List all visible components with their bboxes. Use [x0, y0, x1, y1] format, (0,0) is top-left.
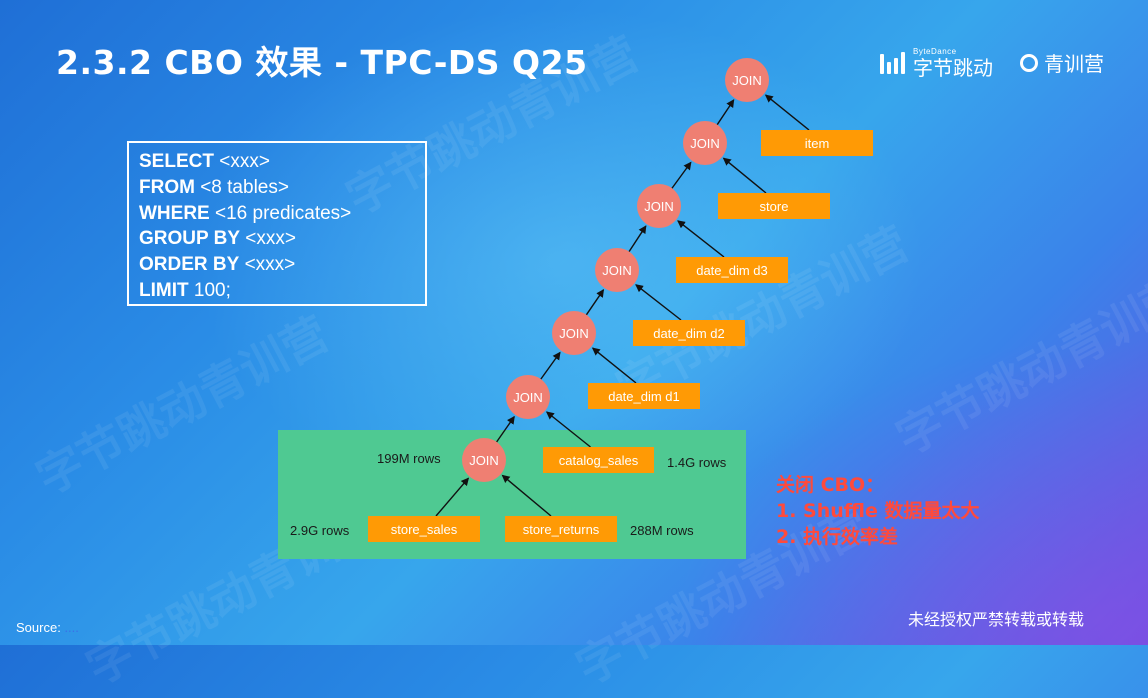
source-link[interactable]: .... — [64, 620, 79, 635]
tree-edge — [764, 94, 810, 131]
join-node: JOIN — [595, 248, 639, 292]
tree-edge — [635, 284, 682, 321]
note-line: 关闭 CBO： — [776, 474, 885, 496]
sql-line: FROM <8 tables> — [139, 176, 289, 198]
tree-edge — [677, 220, 725, 258]
sql-line: SELECT <xxx> — [139, 151, 270, 172]
join-node: JOIN — [725, 58, 769, 102]
table-node: store_sales — [368, 516, 480, 542]
tree-edge — [540, 351, 561, 380]
bytedance-logo: ByteDance 字节跳动 — [880, 48, 993, 78]
row-count-label: 2.9G rows — [290, 523, 350, 538]
join-node: JOIN — [683, 121, 727, 165]
qingxun-logo: 青训营 — [1020, 48, 1104, 77]
slide-title: 2.3.2 CBO 效果 - TPC-DS Q25 — [56, 43, 588, 82]
tree-edge — [628, 225, 647, 252]
sql-line: WHERE <16 predicates> — [139, 202, 352, 224]
table-node: item — [761, 130, 873, 156]
copyright-note: 未经授权严禁转载或转载 — [908, 610, 1085, 629]
join-tree-edges — [435, 94, 810, 517]
note-line: 1. Shuffle 数据量太大 — [776, 500, 980, 522]
join-node: JOIN — [637, 184, 681, 228]
source-line: Source: .... — [16, 620, 79, 635]
tree-edge — [722, 157, 767, 194]
source-label: Source: — [16, 620, 61, 635]
row-count-label: 199M rows — [377, 451, 441, 466]
tree-edge — [591, 347, 637, 384]
table-node: store_returns — [505, 516, 617, 542]
note-line: 2. 执行效率差 — [776, 526, 899, 548]
table-node: date_dim d1 — [588, 383, 700, 409]
sql-line: GROUP BY <xxx> — [139, 228, 296, 250]
tree-edge — [716, 99, 735, 126]
row-count-label: 1.4G rows — [667, 455, 727, 470]
table-node: store — [718, 193, 830, 219]
tree-edge — [545, 411, 591, 448]
tree-edge — [496, 415, 515, 443]
row-count-label: 288M rows — [630, 523, 694, 538]
join-node: JOIN — [552, 311, 596, 355]
table-node: date_dim d2 — [633, 320, 745, 346]
bytedance-logo-text: 字节跳动 — [913, 56, 993, 80]
table-node: catalog_sales — [543, 447, 654, 473]
table-node: date_dim d3 — [676, 257, 788, 283]
bytedance-logo-small: ByteDance — [913, 47, 957, 56]
tree-edge — [671, 161, 692, 189]
sql-line: ORDER BY <xxx> — [139, 254, 296, 276]
join-node: JOIN — [462, 438, 506, 482]
qingxun-logo-text: 青训营 — [1044, 52, 1104, 76]
join-node: JOIN — [506, 375, 550, 419]
tree-edge — [435, 477, 470, 517]
sql-query-box: SELECT <xxx> FROM <8 tables> WHERE <16 p… — [127, 141, 427, 306]
bytedance-mark-icon — [880, 52, 905, 74]
cbo-off-note: 关闭 CBO： 1. Shuffle 数据量太大 2. 执行效率差 — [776, 472, 980, 550]
tree-edge — [501, 474, 552, 517]
tree-edge — [585, 288, 605, 316]
sql-line: LIMIT 100; — [139, 279, 231, 301]
qingxun-mark-icon — [1020, 53, 1038, 72]
